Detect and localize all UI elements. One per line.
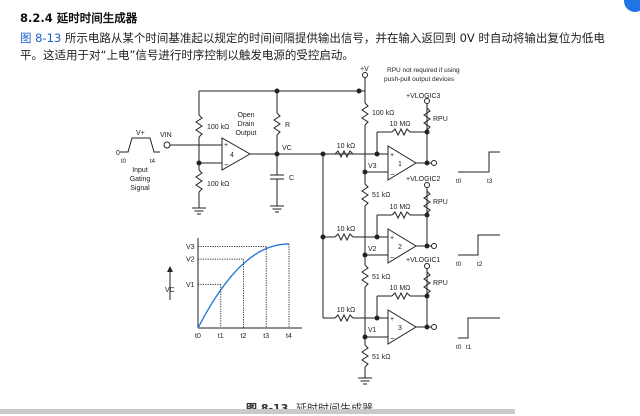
svg-text:−: − — [224, 160, 229, 169]
v3-label: V3 — [368, 163, 377, 170]
resistor-ladder-100k — [361, 102, 369, 126]
svg-text:+: + — [224, 142, 228, 149]
amp2-label: 2 — [398, 244, 402, 251]
input-label-3: Signal — [130, 185, 150, 192]
rpu-1-label: RPU — [433, 116, 448, 123]
output-waveform-t3 — [458, 151, 500, 173]
amp3-label: 3 — [398, 325, 402, 332]
input-vplus-label: V+ — [136, 130, 145, 137]
r-top-label: 100 kΩ — [207, 124, 229, 131]
input-gating-waveform — [120, 137, 160, 153]
vin-terminal — [163, 141, 171, 149]
chart-x-tick-label: t4 — [286, 333, 292, 340]
comparator-stage-2: + − — [323, 182, 437, 264]
r-feedback-2-label: 10 MΩ — [390, 204, 411, 211]
r-label: R — [285, 122, 290, 129]
paragraph-text: 所示电路从某个时间基准起以规定的时间间隔提供输出信号，并在输入返回到 0V 时自… — [20, 31, 605, 62]
input-label-2: Gating — [130, 176, 151, 183]
input-zero-label: 0 — [116, 150, 120, 157]
vlogic3-label: +VLOGIC3 — [406, 93, 441, 100]
rpu-2-label: RPU — [433, 199, 448, 206]
out3-t0: t0 — [456, 344, 462, 351]
out3-t1: t1 — [466, 344, 472, 351]
comparator-stage-3: + − — [323, 263, 437, 345]
svg-text:−: − — [390, 170, 395, 179]
chart-y-label: VC — [165, 287, 175, 294]
rpu-3-label: RPU — [433, 280, 448, 287]
input-t0-label: t0 — [121, 159, 127, 165]
open-drain-label-2: Drain — [238, 121, 255, 128]
chart-x-tick-label: t0 — [195, 333, 201, 340]
section-heading: 8.2.4 延时时间生成器 — [20, 11, 138, 25]
chart-x-tick-label: t3 — [263, 333, 269, 340]
rpu-note-1: RPU not required if using — [387, 67, 460, 74]
amp1-label: 1 — [398, 161, 402, 168]
vlogic1-label: +VLOGIC1 — [406, 257, 441, 264]
ladder-51k-3-label: 51 kΩ — [372, 354, 390, 361]
out2-t2: t2 — [477, 261, 483, 268]
vc-charging-chart: V1 V2 V3 t0 t1 t2 t3 t4 VC — [165, 238, 302, 340]
out1-t0: t0 — [456, 178, 462, 185]
rpu-note-2: push-pull output devices — [384, 76, 455, 83]
svg-text:+: + — [390, 316, 394, 323]
svg-text:−: − — [390, 253, 395, 262]
svg-text:−: − — [390, 334, 395, 343]
ladder-51k-1-label: 51 kΩ — [372, 192, 390, 199]
chart-y-tick-label: V1 — [186, 282, 195, 289]
resistor-100k-bottom — [195, 169, 203, 193]
resistor-ladder-51k-3 — [361, 344, 369, 368]
open-drain-label-1: Open — [237, 112, 254, 119]
ladder-51k-2-label: 51 kΩ — [372, 274, 390, 281]
input-t4-label: t4 — [150, 159, 156, 165]
v1-label: V1 — [368, 327, 377, 334]
r-series-3-label: 10 kΩ — [337, 307, 355, 314]
ladder-100k-label: 100 kΩ — [372, 110, 394, 117]
chart-y-tick-label: V3 — [186, 244, 195, 251]
resistor-ladder-51k-1 — [361, 183, 369, 207]
plus-v-label: +V — [360, 66, 369, 73]
comparator-stage-1: + − — [323, 98, 437, 181]
figure-link[interactable]: 图 8-13 — [20, 31, 62, 45]
v2-label: V2 — [368, 246, 377, 253]
svg-text:+: + — [390, 235, 394, 242]
vc-label: VC — [282, 145, 292, 152]
section-paragraph: 图 8-13 所示电路从某个时间基准起以规定的时间间隔提供输出信号，并在输入返回… — [20, 30, 620, 64]
resistor-100k-top — [195, 114, 203, 138]
chart-x-tick-label: t1 — [218, 333, 224, 340]
plus-v-terminal — [362, 72, 368, 78]
amp4-label: 4 — [230, 152, 234, 159]
vin-label: VIN — [160, 132, 172, 139]
open-drain-label-3: Output — [235, 130, 256, 137]
vlogic2-label: +VLOGIC2 — [406, 176, 441, 183]
resistor-ladder-51k-2 — [361, 264, 369, 288]
horizontal-scrollbar[interactable] — [0, 409, 515, 414]
chart-curve — [197, 243, 289, 329]
r-bottom-label: 100 kΩ — [207, 181, 229, 188]
r-series-2-label: 10 kΩ — [337, 226, 355, 233]
r-feedback-3-label: 10 MΩ — [390, 285, 411, 292]
r-feedback-1-label: 10 MΩ — [390, 121, 411, 128]
out2-t0: t0 — [456, 261, 462, 268]
r-series-1-label: 10 kΩ — [337, 143, 355, 150]
out1-t3: t3 — [487, 178, 493, 185]
output-waveform-t1 — [458, 317, 500, 339]
arrow-up-icon — [167, 266, 173, 272]
input-label-1: Input — [132, 167, 148, 174]
output-waveform-t2 — [458, 234, 500, 256]
svg-text:+: + — [390, 152, 394, 159]
chart-y-tick-label: V2 — [186, 257, 195, 264]
c-label: C — [289, 175, 294, 182]
resistor-r — [273, 112, 281, 136]
floating-action-button[interactable] — [624, 0, 640, 12]
chart-x-tick-label: t2 — [241, 333, 247, 340]
comparator-4 — [221, 137, 252, 171]
